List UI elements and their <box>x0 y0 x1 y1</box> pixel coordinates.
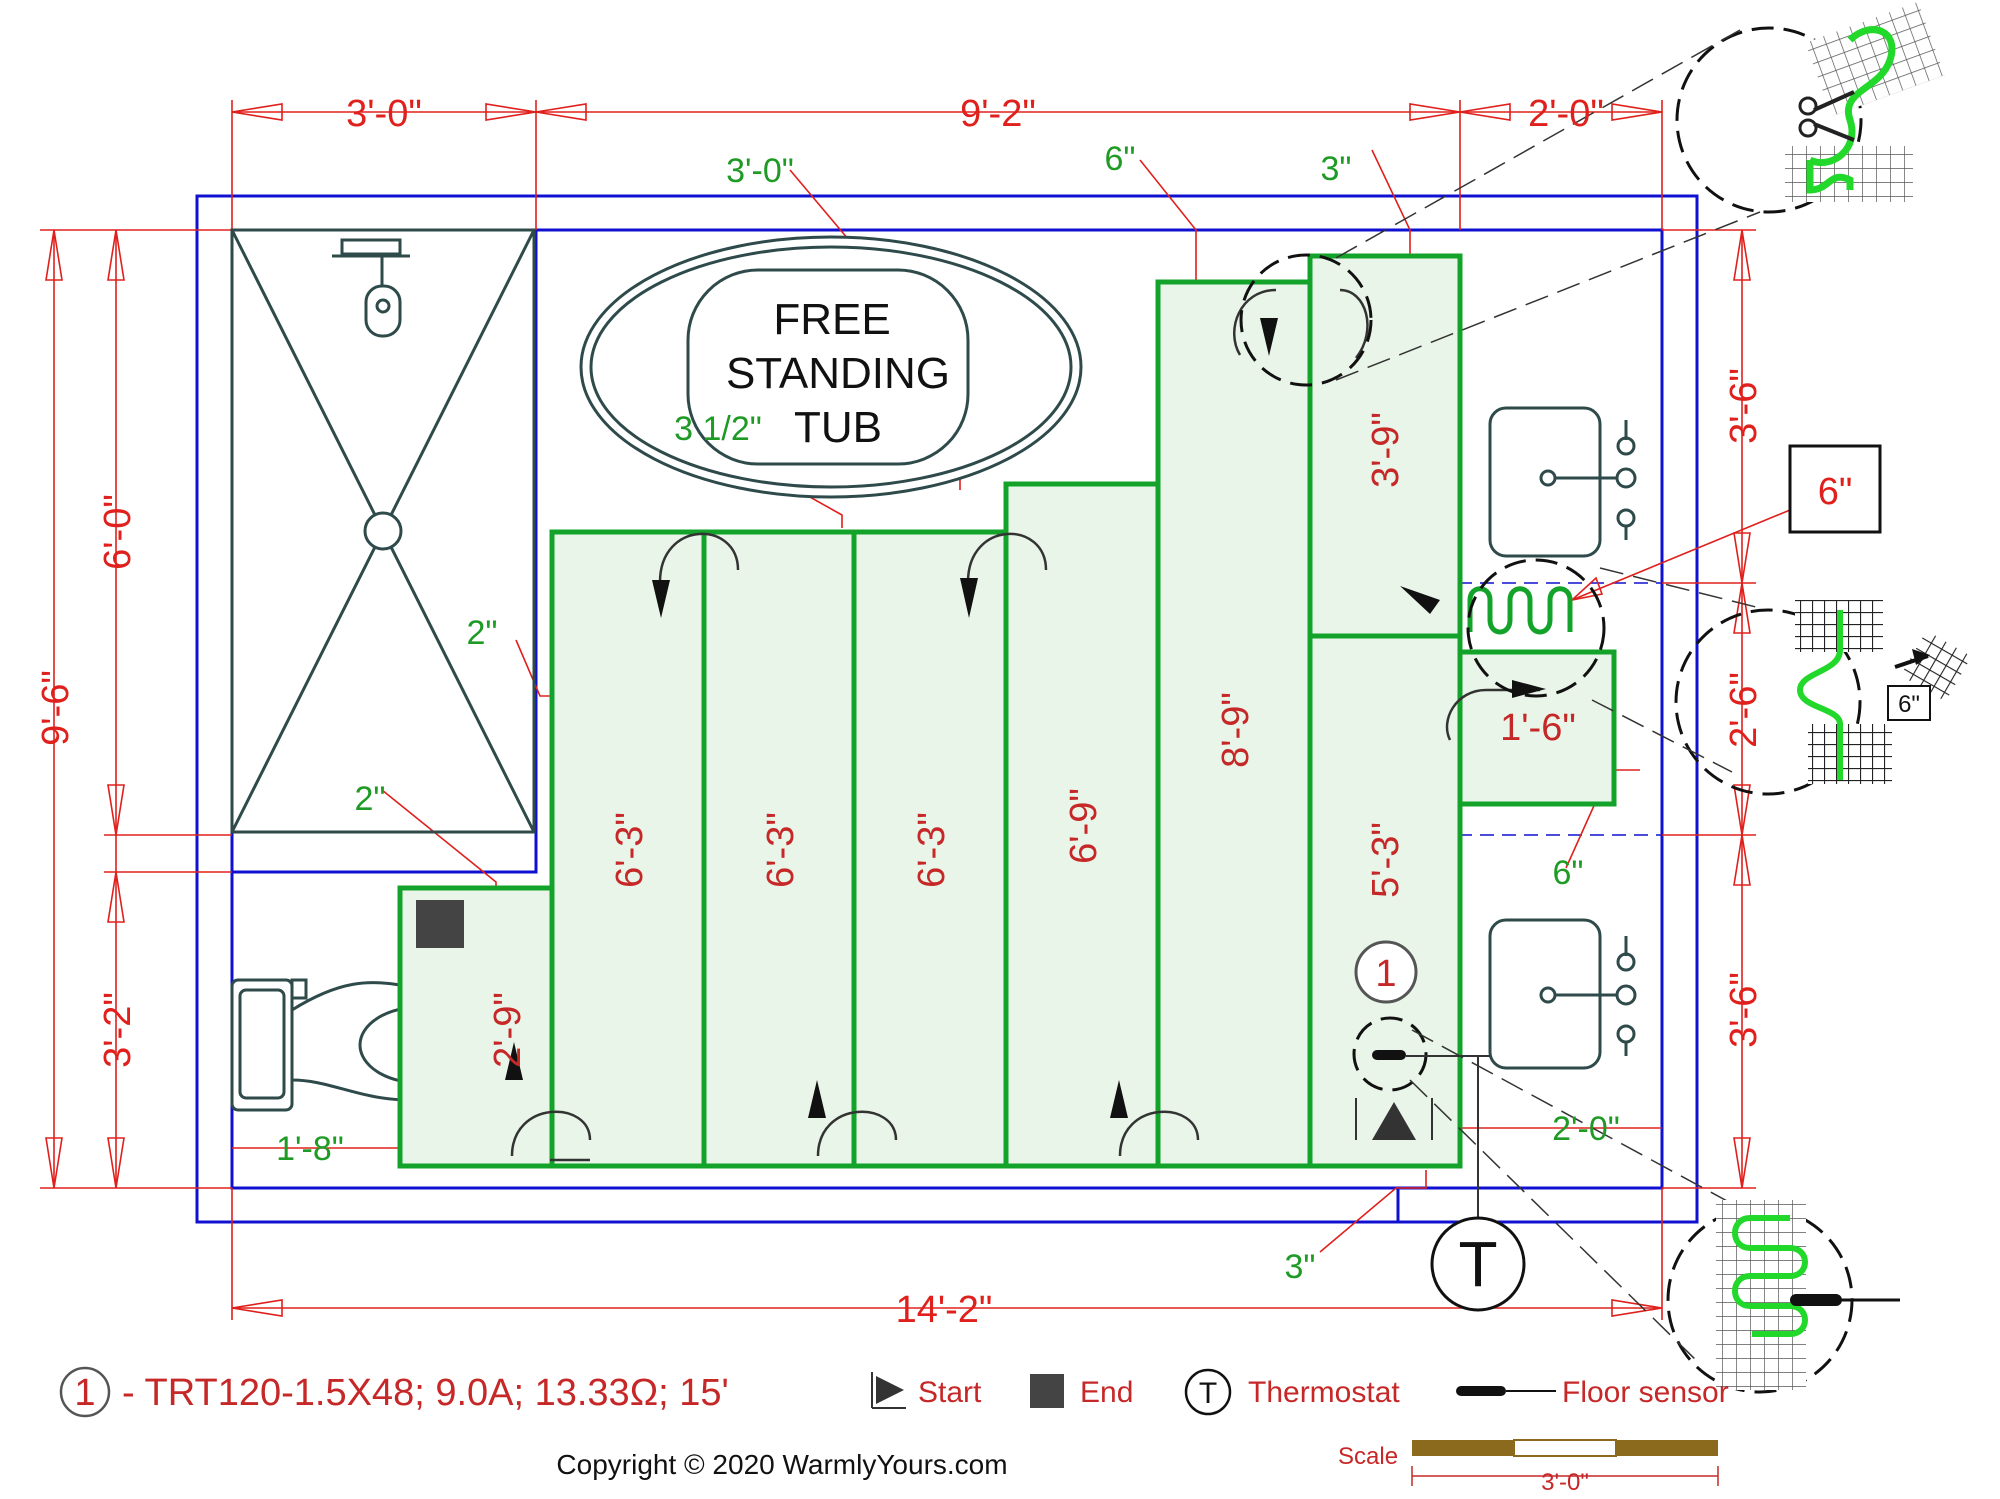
dim-left-total: 9'-6" <box>35 670 77 746</box>
copyright-notice: Copyright © 2020 WarmlyYours.com <box>556 1449 1007 1480</box>
dim-left-lower: 3'-2" <box>97 992 139 1068</box>
dim-bottom-3: 3" <box>1285 1248 1316 1286</box>
mat-label: 8'-9" <box>1215 692 1257 768</box>
mat-panel <box>1003 481 1161 1169</box>
dim-right-upper: 3'-6" <box>1723 368 1765 444</box>
legend-thermostat-letter: T <box>1199 1377 1217 1410</box>
detail-floor-sensor <box>1716 1200 1900 1390</box>
scale-value: 3'-0" <box>1541 1469 1589 1496</box>
tub-label-line2: STANDING <box>726 349 950 398</box>
mat-label: 5'-3" <box>1365 822 1407 898</box>
legend-scale: Scale <box>1338 1443 1398 1470</box>
dim-wall-6: 6" <box>1105 140 1136 178</box>
dim-tub-gap-small: 3 1/2" <box>674 410 762 448</box>
mat-panel <box>1307 253 1463 639</box>
legend-floor-sensor-icon <box>1456 1386 1556 1396</box>
legend-end-icon <box>1030 1374 1064 1408</box>
dim-top-right: 2'-0" <box>1528 93 1604 135</box>
dim-top-left: 3'-0" <box>346 93 422 135</box>
shower <box>230 228 536 834</box>
legend-start: Start <box>918 1376 982 1409</box>
mat-number-marker: 1 <box>1354 940 1418 1004</box>
detail-cut-mat <box>1785 1 1945 202</box>
dim-shower-2a: 2" <box>467 614 498 652</box>
thermostat-letter: T <box>1458 1228 1497 1300</box>
heating-mats <box>397 253 1617 1169</box>
dimension-lines <box>40 100 1791 1320</box>
legend: 1 - TRT120-1.5X48; 9.0A; 13.33Ω; 15' Sta… <box>59 1366 1729 1496</box>
mat-panel <box>851 529 1009 1169</box>
legend-start-icon <box>871 1372 906 1409</box>
mat-panel <box>701 529 857 1169</box>
legend-number: 1 <box>74 1372 95 1414</box>
tub-label-line1: FREE <box>773 295 890 344</box>
dim-tub-gap: 3'-0" <box>726 152 794 190</box>
walls <box>195 194 1699 1224</box>
mat-label: 6'-9" <box>1063 788 1105 864</box>
mat-label: 6'-3" <box>609 812 651 888</box>
mat-panel <box>1307 633 1463 1169</box>
legend-floor-sensor: Floor sensor <box>1562 1376 1729 1409</box>
sink-upper <box>1488 406 1637 558</box>
dim-wall-3: 3" <box>1321 150 1352 188</box>
mat-cut-segment <box>1467 586 1573 635</box>
mat-label: 6'-3" <box>911 812 953 888</box>
legend-end: End <box>1080 1376 1133 1409</box>
dim-right-lower: 3'-6" <box>1723 972 1765 1048</box>
detail-gap-mat: 6" <box>1795 600 1972 784</box>
mat-label: 2'-9" <box>487 992 529 1068</box>
dim-top-mid: 9'-2" <box>960 93 1036 135</box>
mat-labels: 2'-9" 6'-3" 6'-3" 6'-3" 6'-9" 8'-9" 3'-9… <box>487 412 1576 1068</box>
green-dimension-labels: 3'-0" 3 1/2" 6" 3" 2" 2" 6" 3" 1'-8" 2'-… <box>276 140 1620 1286</box>
tub-label: FREE STANDING TUB <box>726 295 950 452</box>
dim-right-mid: 2'-6" <box>1723 672 1765 748</box>
thermostat-icon: T <box>1430 1216 1526 1312</box>
mat-panel <box>1155 279 1313 1169</box>
tub-label-line3: TUB <box>794 403 882 452</box>
dim-shower-2b: 2" <box>355 780 386 818</box>
mat-label: 1'-6" <box>1500 707 1576 749</box>
dim-vanity-gap: 2'-0" <box>1552 1110 1620 1148</box>
callout-6-label: 6" <box>1818 471 1853 513</box>
legend-thermostat: Thermostat <box>1248 1376 1400 1409</box>
dim-left-upper: 6'-0" <box>97 494 139 570</box>
legend-thermostat-icon: T <box>1184 1368 1232 1416</box>
mat-panel <box>1457 649 1617 807</box>
turn-markers <box>505 288 1546 1162</box>
mat-label: 3'-9" <box>1365 412 1407 488</box>
scale-bar <box>1411 1439 1719 1486</box>
mat-label: 6'-3" <box>760 812 802 888</box>
legend-spec: - TRT120-1.5X48; 9.0A; 13.33Ω; 15' <box>122 1372 729 1414</box>
detail-gap-label: 6" <box>1898 691 1920 718</box>
start-marker-icon <box>1355 1098 1433 1140</box>
end-marker-icon <box>416 900 464 948</box>
sink-lower <box>1488 918 1637 1070</box>
scissors-icon <box>1798 90 1855 142</box>
dim-vanity-6: 6" <box>1553 854 1584 892</box>
dim-bottom-total: 14'-2" <box>896 1289 993 1331</box>
dim-toilet-width: 1'-8" <box>276 1130 344 1168</box>
freestanding-tub <box>579 235 1083 499</box>
dimension-labels: 3'-0" 9'-2" 2'-0" 14'-2" 9'-6" 6'-0" 3'-… <box>35 93 1765 1331</box>
mat-number: 1 <box>1375 953 1396 995</box>
callout-box <box>1788 444 1882 534</box>
